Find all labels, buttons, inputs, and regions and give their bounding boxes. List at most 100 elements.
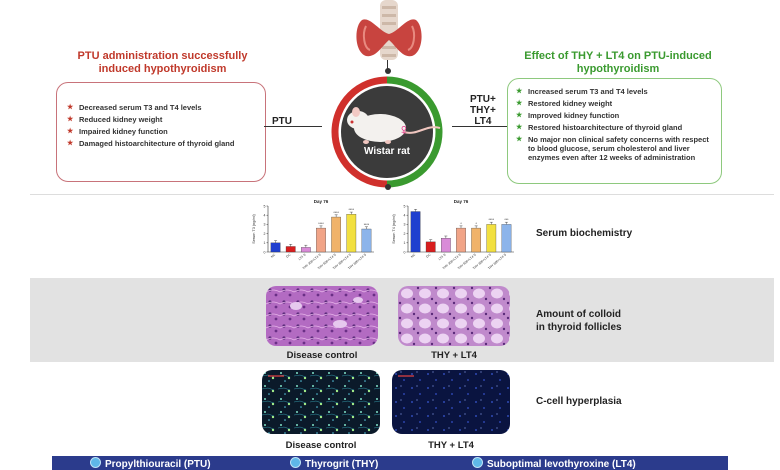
legend-item-lt4: Suboptimal levothyroxine (LT4) [472,457,636,470]
serum-biochemistry-band [30,194,774,279]
right-arrow-line [452,126,508,127]
significance-label: * [475,222,477,226]
right-findings-box: ★Increased serum T3 and T4 levels ★Resto… [507,78,722,184]
colloid-histology-disease-control [266,286,378,346]
y-tick-label: 3 [404,223,406,227]
y-tick-label: 2 [264,232,266,236]
x-tick-label: LT4 S [298,253,307,261]
chart-ylabel: Serum T3 (ng/ml) [252,214,256,244]
list-item: ★Damaged histoarchitecture of thyroid gl… [67,139,235,148]
serum-biochemistry-label: Serum biochemistry [536,228,633,239]
list-item: ★Restored kidney weight [516,99,613,108]
star-icon: ★ [516,124,523,131]
wistar-rat-circle [331,76,443,188]
star-icon: ★ [516,112,523,119]
legend-item-thy: Thyrogrit (THY) [290,457,378,470]
right-panel-title: Effect of THY + LT4 on PTU-induced hypot… [524,50,712,75]
bar [331,216,341,253]
star-icon: ★ [67,128,74,135]
y-tick-label: 4 [404,214,406,218]
connector-line-top [387,60,388,70]
y-tick-label: 2 [404,232,406,236]
significance-label: **** [364,223,370,227]
colloid-caption-thy-lt4: THY + LT4 [431,350,477,361]
arrow-label-line: PTU+ [470,94,496,105]
c-cell-caption-thy-lt4: THY + LT4 [428,440,474,451]
bullet-icon [90,457,101,468]
arrow-label-line: THY+ [470,105,496,116]
bar [346,214,357,253]
chart-title: Day 76 [314,199,329,204]
legend-footer: Propylthiouracil (PTU) Thyrogrit (THY) S… [52,456,728,470]
significance-label: *** [504,218,509,222]
chart-title: Day 76 [454,199,469,204]
list-item: ★Reduced kidney weight [67,115,163,124]
star-icon: ★ [516,88,523,95]
bullet-icon [290,457,301,468]
significance-label: **** [489,218,495,222]
colloid-label-line: in thyroid follicles [536,322,622,333]
bar [456,227,466,253]
bar [486,224,497,253]
colloid-label-line: Amount of colloid [536,309,621,320]
x-tick-label: DC [285,252,292,258]
c-cell-fluorescence-thy-lt4 [392,370,510,434]
bar [441,238,451,253]
bar [410,211,421,253]
colloid-histology-thy-lt4 [398,286,510,346]
list-item: ★Improved kidney function [516,111,620,120]
list-item: ★Decreased serum T3 and T4 levels [67,103,202,112]
x-tick-label: NC [410,252,417,258]
x-tick-label: NC [270,252,277,258]
colloid-label: Amount of colloid in thyroid follicles [536,308,622,334]
arrow-label-line: LT4 [474,116,492,127]
list-item: ★Impaired kidney function [67,127,168,136]
y-tick-label: 5 [264,204,266,208]
bar [425,241,436,253]
star-icon: ★ [67,104,74,111]
left-findings-list: ★Decreased serum T3 and T4 levels ★Reduc… [67,103,265,149]
female-symbol: ♀ [398,122,410,139]
ptu-arrow-label: PTU [272,116,292,127]
y-tick-label: 0 [404,250,406,254]
chart-ylabel: Serum T4 (ng/ml) [392,214,396,244]
right-findings-list: ★Increased serum T3 and T4 levels ★Resto… [516,87,715,162]
wistar-rat-label: Wistar rat [363,146,411,157]
bar [501,224,512,253]
significance-label: **** [333,211,339,215]
bar [316,227,326,253]
bullet-icon [472,457,483,468]
star-icon: ★ [516,136,523,143]
connector-dot-top [385,68,391,74]
left-arrow-line [264,126,322,127]
list-item: ★No major non clinical safety concerns w… [516,135,709,162]
x-tick-label: LT4 S [438,253,447,261]
star-icon: ★ [516,100,523,107]
y-tick-label: 5 [404,204,406,208]
y-tick-label: 1 [404,241,406,245]
connector-dot-bottom [385,184,391,190]
bar [361,228,372,253]
ptu-thy-lt4-arrow-label: PTU+ THY+ LT4 [470,94,496,127]
significance-label: **** [318,222,324,226]
thyroid-gland-illustration [356,0,422,60]
c-cell-fluorescence-disease-control [262,370,380,434]
y-tick-label: 1 [264,241,266,245]
significance-label: * [460,222,462,226]
y-tick-label: 3 [264,223,266,227]
bar [471,227,481,253]
bar [285,246,296,253]
list-item: ★Increased serum T3 and T4 levels [516,87,648,96]
y-tick-label: 0 [264,250,266,254]
c-cell-hyperplasia-label: C-cell hyperplasia [536,396,622,407]
left-findings-box: ★Decreased serum T3 and T4 levels ★Reduc… [56,82,266,182]
significance-label: **** [349,208,355,212]
bar [301,247,311,253]
star-icon: ★ [67,140,74,147]
star-icon: ★ [67,116,74,123]
colloid-caption-disease-control: Disease control [286,350,358,361]
bar [270,242,281,253]
left-panel-title: PTU administration successfully induced … [77,50,248,75]
